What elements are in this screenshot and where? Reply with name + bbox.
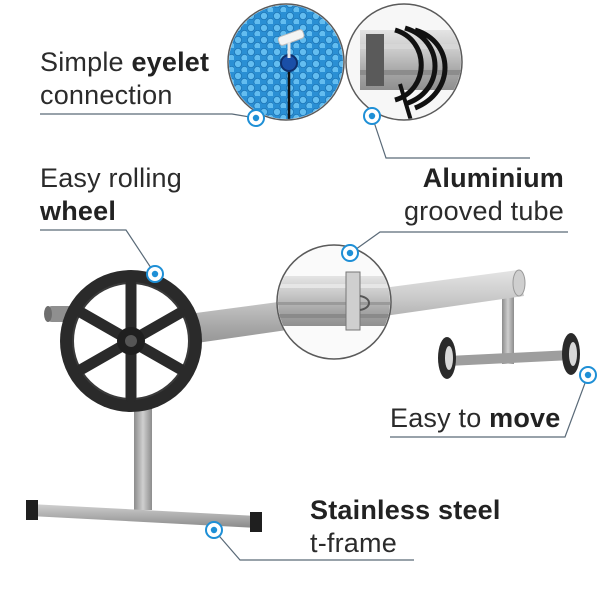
callout-dot-icon xyxy=(205,521,223,539)
frame-callout-line xyxy=(213,529,414,561)
move-label-pre: Easy to xyxy=(390,403,490,433)
tube-label-bold: Aluminium xyxy=(422,163,564,193)
t-frame-base xyxy=(30,504,258,528)
eyelet-label: Simple eyelet connection xyxy=(40,46,209,112)
tube-end-detail-inset xyxy=(345,3,463,121)
callout-dot-icon xyxy=(247,109,265,127)
cover-detail-inset xyxy=(227,3,345,121)
rear-axle-bar xyxy=(448,350,572,366)
wheel-callout-line xyxy=(40,229,156,275)
callout-lines xyxy=(40,113,589,561)
eyelet-label-line2: connection xyxy=(40,80,173,110)
callout-dot-icon xyxy=(363,107,381,125)
groove-detail-inset xyxy=(276,244,392,360)
frame-label-bold: Stainless steel xyxy=(310,495,501,525)
eyelet-label-bold: eyelet xyxy=(131,47,210,77)
callout-dots xyxy=(146,107,597,539)
callout-dot-icon xyxy=(146,265,164,283)
move-label: Easy to move xyxy=(390,402,561,435)
callout-dot-icon xyxy=(579,366,597,384)
frame-label: Stainless steel t-frame xyxy=(310,494,501,560)
tube-label-line2: grooved tube xyxy=(403,196,564,226)
rear-stand-post xyxy=(502,286,514,364)
wheel-label: Easy rolling wheel xyxy=(40,162,182,228)
eyelet-callout-line xyxy=(40,113,257,119)
rolling-wheel xyxy=(60,270,202,412)
move-callout-line xyxy=(390,374,589,438)
wheel-label-bold: wheel xyxy=(40,196,117,226)
roller-assembly xyxy=(26,269,580,532)
rear-wheel-right xyxy=(562,333,580,375)
callout-dot-icon xyxy=(341,244,359,262)
tube-end-callout-line xyxy=(371,115,530,159)
move-label-bold: move xyxy=(489,403,561,433)
eyelet-label-pre: Simple xyxy=(40,47,132,77)
frame-label-line2: t-frame xyxy=(310,528,397,558)
groove-callout-line xyxy=(351,231,568,253)
tube-label: Aluminium grooved tube xyxy=(404,162,564,228)
wheel-label-line1: Easy rolling xyxy=(40,163,182,193)
rear-wheel-left xyxy=(438,337,456,379)
